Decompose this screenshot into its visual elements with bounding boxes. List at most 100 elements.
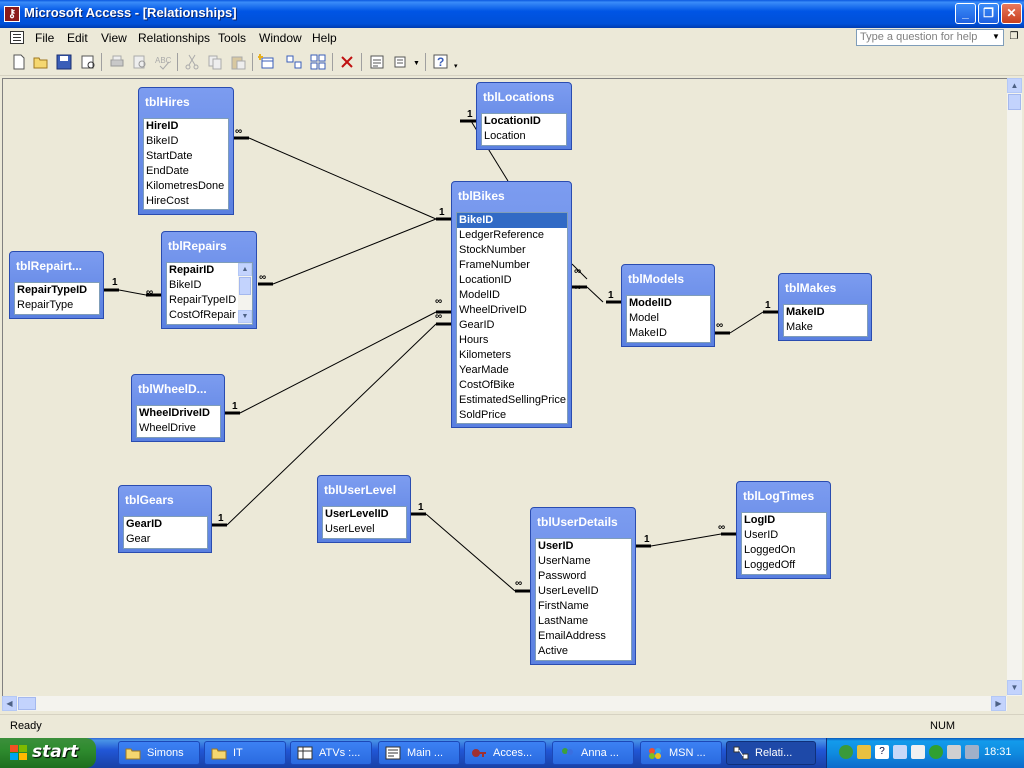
table-tblRepairs[interactable]: tblRepairs RepairID BikeID RepairTypeID … [161,231,257,329]
field-item[interactable]: EmailAddress [538,630,606,642]
globe-icon[interactable] [839,745,853,759]
document-control-icon[interactable] [10,31,24,44]
menu-view[interactable]: View [101,31,127,45]
field-item[interactable]: UserLevelID [325,508,389,520]
field-item[interactable]: FrameNumber [459,259,530,271]
table-tblModels[interactable]: tblModels ModelID Model MakeID [621,264,715,347]
field-item[interactable]: GearID [459,319,495,331]
field-item[interactable]: Location [484,130,526,142]
field-item[interactable]: WheelDriveID [139,407,210,419]
relationships-canvas[interactable]: ∞ 1 1 ∞ 1 ∞ ∞ ∞ 1 ∞ 1 ∞ ∞ 1 1 1 ∞ 1 ∞ tb… [2,78,1007,696]
scroll-up-icon[interactable]: ▲ [1007,78,1022,93]
scroll-down-icon[interactable]: ▼ [1007,680,1022,695]
show-table-icon[interactable] [258,53,276,71]
table-tblLocations[interactable]: tblLocations LocationID Location [476,82,572,150]
field-item[interactable]: Model [629,312,659,324]
table-tblWheelDrive[interactable]: tblWheelD... WheelDriveID WheelDrive [131,374,225,442]
field-item[interactable]: Password [538,570,587,582]
field-item[interactable]: ModelID [459,289,500,301]
table-tblBikes[interactable]: tblBikes BikeID LedgerReference StockNum… [451,181,572,428]
close-button[interactable]: ✕ [1001,3,1022,24]
print-icon[interactable] [108,53,126,71]
scroll-down-icon[interactable]: ▼ [238,310,252,323]
field-item[interactable]: LoggedOff [744,559,796,571]
field-item[interactable]: ModelID [629,297,672,309]
field-item[interactable]: RepairType [17,299,74,311]
new-object-dropdown-icon[interactable]: ▼ [413,60,420,67]
task-atvs[interactable]: ATVs :... [290,741,372,765]
field-item[interactable]: Active [538,645,568,657]
field-item[interactable]: WheelDrive [139,422,196,434]
field-item[interactable]: UserID [744,529,779,541]
task-simons[interactable]: Simons [118,741,200,765]
new-object-icon[interactable] [392,53,410,71]
help-dropdown-icon[interactable]: ▼ [992,32,1000,41]
field-item[interactable]: RepairTypeID [17,284,88,296]
field-item[interactable]: CostOfBike [459,379,515,391]
task-anna[interactable]: Anna ... [552,741,634,765]
field-item[interactable]: Make [786,321,813,333]
spelling-icon[interactable]: ABC [154,53,172,71]
field-item[interactable]: FirstName [538,600,589,612]
field-item[interactable]: EstimatedSellingPrice [459,394,566,406]
open-icon[interactable] [32,53,50,71]
field-item-selected[interactable]: BikeID [457,213,567,228]
network-icon[interactable] [857,745,871,759]
scroll-thumb[interactable] [18,697,36,710]
field-item[interactable]: UserLevel [325,523,375,535]
table-tblGears[interactable]: tblGears GearID Gear [118,485,212,553]
access-key-icon[interactable]: ⚷ [4,6,20,22]
field-item[interactable]: RepairID [169,264,215,276]
field-item[interactable]: UserName [538,555,591,567]
menu-file[interactable]: File [35,31,55,45]
properties-icon[interactable] [368,53,386,71]
field-list-scrollbar[interactable]: ▲ ▼ [238,263,252,324]
field-item[interactable]: MakeID [786,306,825,318]
task-main[interactable]: Main ... [378,741,460,765]
scroll-right-icon[interactable]: ▶ [991,696,1006,711]
scroll-up-icon[interactable]: ▲ [238,263,252,276]
help-dropdown-icon[interactable]: ▾ [454,63,458,70]
pen-icon[interactable] [893,745,907,759]
preview-icon[interactable] [131,53,149,71]
start-button[interactable]: start [0,738,96,768]
field-item[interactable]: HireID [146,120,179,132]
table-tblUserDetails[interactable]: tblUserDetails UserID UserName Password … [530,507,636,665]
field-item[interactable]: KilometresDone [146,180,225,192]
delete-icon[interactable] [338,53,356,71]
show-all-icon[interactable] [309,53,327,71]
vertical-scrollbar[interactable]: ▲ ▼ [1007,78,1022,696]
field-item[interactable]: SoldPrice [459,409,507,421]
field-item[interactable]: UserID [538,540,574,552]
table-tblHires[interactable]: tblHires HireID BikeID StartDate EndDate… [138,87,234,215]
table-tblMakes[interactable]: tblMakes MakeID Make [778,273,872,341]
field-item[interactable]: EndDate [146,165,189,177]
task-access[interactable]: Acces... [464,741,546,765]
print-preview-icon[interactable] [79,53,97,71]
task-it[interactable]: IT [204,741,286,765]
paste-icon[interactable] [229,53,247,71]
menu-edit[interactable]: Edit [67,31,88,45]
show-direct-icon[interactable] [285,53,303,71]
word-icon[interactable] [911,745,925,759]
scroll-thumb[interactable] [239,277,251,295]
help-icon[interactable]: ? [432,53,450,71]
messenger-tray-icon[interactable] [929,745,943,759]
field-item[interactable]: CostOfRepair [169,309,236,321]
users-icon[interactable] [947,745,961,759]
task-msn[interactable]: MSN ... [640,741,722,765]
field-item[interactable]: WheelDriveID [459,304,527,316]
scroll-thumb[interactable] [1008,94,1021,110]
horizontal-scrollbar[interactable]: ◀ ▶ [2,696,1007,711]
table-tblLogTimes[interactable]: tblLogTimes LogID UserID LoggedOn Logged… [736,481,831,579]
field-item[interactable]: MakeID [629,327,667,339]
menu-help[interactable]: Help [312,31,337,45]
field-item[interactable]: LocationID [459,274,512,286]
field-item[interactable]: Gear [126,533,151,545]
restore-button[interactable]: ❐ [978,3,999,24]
field-item[interactable]: BikeID [146,135,179,147]
cut-icon[interactable] [183,53,201,71]
field-item[interactable]: LastName [538,615,589,627]
field-item[interactable]: StockNumber [459,244,526,256]
field-item[interactable]: HireCost [146,195,189,207]
